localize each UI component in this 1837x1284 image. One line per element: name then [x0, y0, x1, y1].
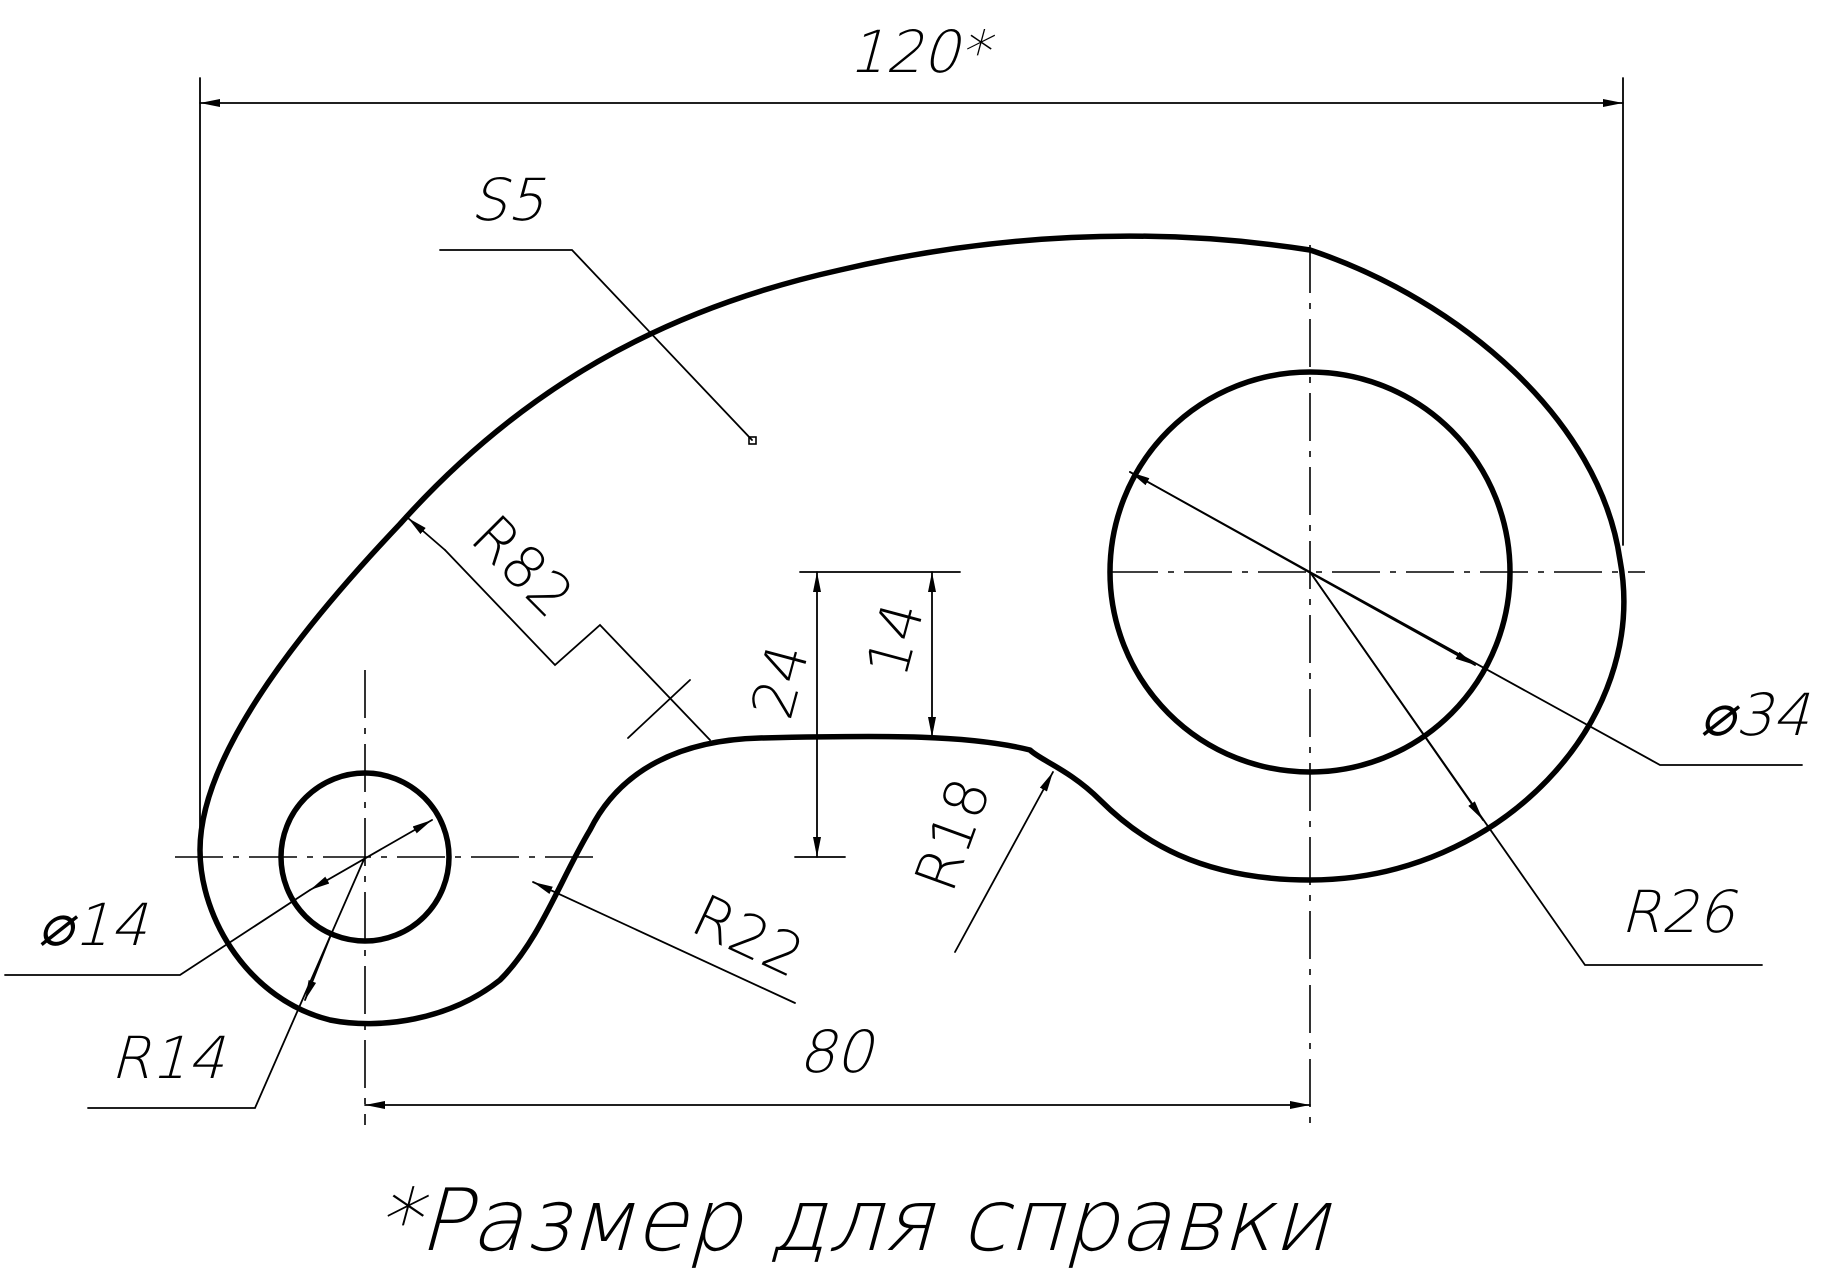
label-14: 14: [853, 595, 938, 684]
label-r82: R82: [458, 502, 587, 631]
center-lines: [175, 245, 1645, 1125]
label-r26: R26: [1616, 878, 1748, 946]
label-s5: S5: [466, 166, 558, 234]
leader-r22: [532, 881, 796, 1004]
label-r18: R18: [901, 769, 1004, 899]
dimension-labels: 120* S5 R82 24 14 R18 R22 80 ⌀34 R26 ⌀14…: [34, 18, 1823, 1092]
label-80: 80: [794, 1018, 886, 1086]
dim-line-diam-34: [1129, 471, 1476, 666]
extension-lines: [199, 77, 1624, 858]
leader-s5: [439, 249, 753, 441]
dim-line-diam-14: [309, 819, 433, 891]
label-diam-14: ⌀14: [34, 891, 161, 959]
label-r14: R14: [106, 1024, 238, 1092]
leader-diam-14: [4, 889, 311, 976]
label-120: 120*: [844, 18, 1002, 86]
leader-r82-visible: [444, 549, 711, 741]
label-24: 24: [738, 637, 823, 726]
label-r22: R22: [682, 881, 814, 991]
label-diam-34: ⌀34: [1696, 681, 1823, 749]
leader-r18: [954, 771, 1054, 953]
reference-note: *Размер для справки: [369, 1170, 1350, 1270]
dimension-lines: [4, 99, 1803, 1109]
